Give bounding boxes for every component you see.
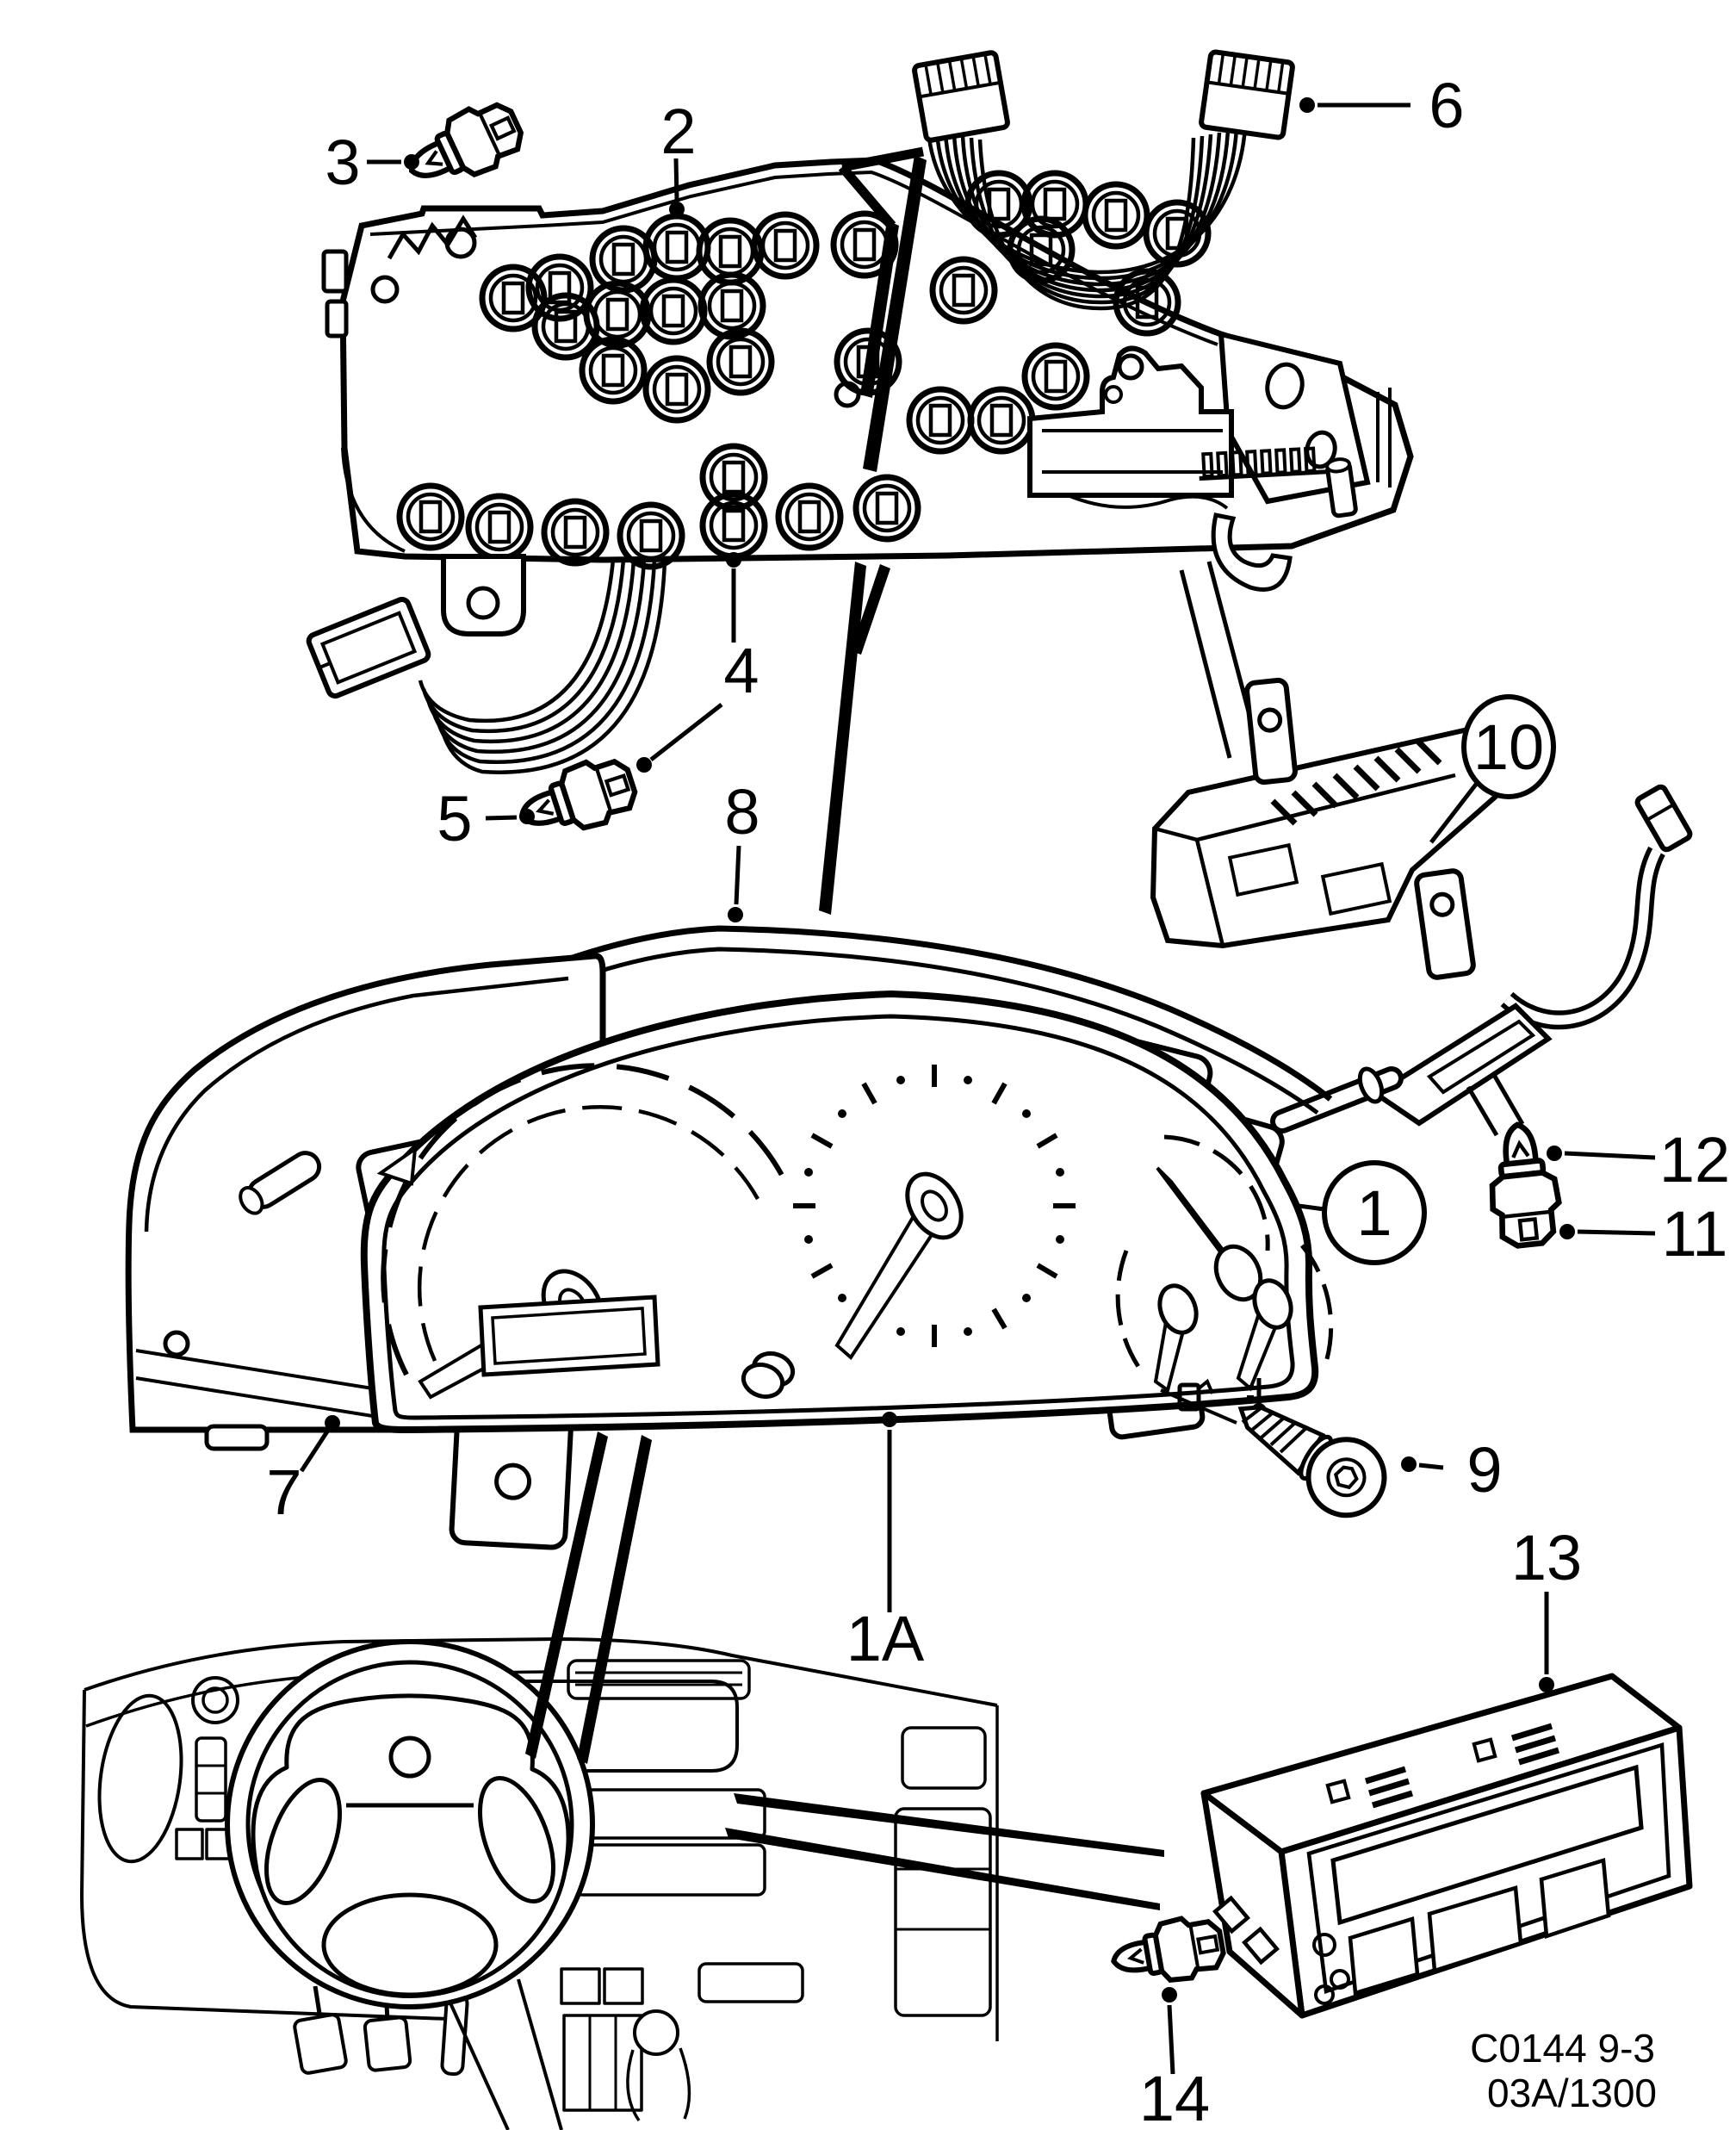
callout-10: 10 xyxy=(1473,711,1544,783)
callout-1a: 1A xyxy=(846,1603,925,1674)
sid-display-unit xyxy=(1200,1673,1693,2019)
pointer-lines xyxy=(525,1431,1164,1910)
callout-9: 9 xyxy=(1466,1434,1502,1506)
panel-connector-assembly xyxy=(1027,345,1358,592)
bulb-part-11-12 xyxy=(1485,1121,1563,1248)
callout-3: 3 xyxy=(325,127,360,198)
clock-gauge xyxy=(793,1065,1076,1361)
callout-10-circle xyxy=(1461,694,1556,799)
callouts: 2 3 4 5 6 7 8 9 1A xyxy=(266,70,1730,2130)
heatsink-fins xyxy=(1270,738,1442,826)
figure-code-line2: 03A/1300 xyxy=(1487,2071,1657,2115)
callout-14: 14 xyxy=(1139,2063,1210,2130)
callout-11: 11 xyxy=(1662,1198,1728,1270)
dashboard-scene xyxy=(80,1637,999,2130)
ribbon-connector xyxy=(306,596,431,699)
screw-leader-line xyxy=(1160,1388,1237,1425)
instrument-cluster xyxy=(356,990,1334,1550)
figure-code: C0144 9-3 03A/1300 xyxy=(1470,2026,1657,2115)
callout-12: 12 xyxy=(1659,1124,1730,1195)
callout-2: 2 xyxy=(660,96,696,167)
callout-4: 4 xyxy=(723,635,759,706)
steering-wheel xyxy=(225,1639,595,2009)
gear-shifter xyxy=(626,2009,691,2121)
callout-1-circle xyxy=(1322,1160,1427,1265)
callout-6: 6 xyxy=(1429,70,1464,141)
mounting-bracket-module xyxy=(1150,561,1693,1137)
screw xyxy=(1237,1405,1387,1518)
callout-8: 8 xyxy=(724,776,760,848)
bulb-part-5 xyxy=(512,751,642,847)
direction-arrow xyxy=(819,146,927,915)
bulb-part-14 xyxy=(1108,1912,1226,1990)
sid-top-icons xyxy=(1325,1723,1560,1809)
harness-connector-right xyxy=(1199,49,1295,140)
callout-1: 1 xyxy=(1356,1177,1392,1249)
sid-display-window xyxy=(1330,1764,1644,1926)
bulb-part-3 xyxy=(399,93,530,199)
callout-5: 5 xyxy=(437,783,472,854)
harness-connector-left xyxy=(912,50,1010,143)
callout-7: 7 xyxy=(266,1456,301,1528)
reset-knob xyxy=(741,1351,796,1400)
aux-gauges xyxy=(1115,1134,1334,1419)
ribbon-harness xyxy=(912,49,1295,311)
callout-13: 13 xyxy=(1511,1522,1582,1593)
figure-code-line1: C0144 9-3 xyxy=(1470,2026,1655,2071)
instrument-cluster-rear-panel xyxy=(306,157,1414,774)
panel-ribbon-cable xyxy=(306,559,667,774)
